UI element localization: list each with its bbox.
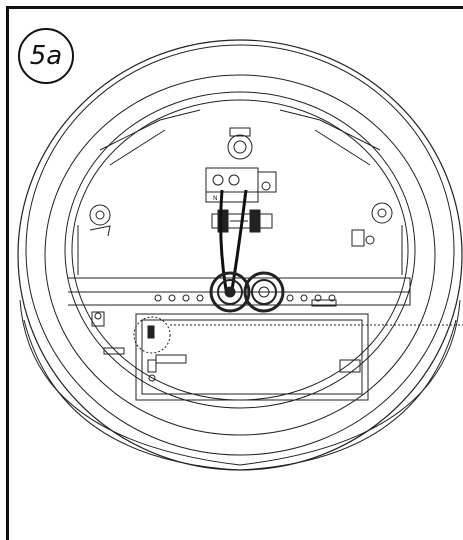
supply-wires [219, 189, 248, 291]
cable-gland-right [243, 271, 285, 313]
right-fixing-lug [351, 202, 393, 247]
mounting-plate [68, 277, 411, 307]
fixture-outer-ring [17, 39, 463, 471]
step-number-badge: 5a [18, 28, 74, 84]
driver-box [135, 313, 369, 401]
terminal-label-n: N [213, 195, 218, 202]
top-mounting-boss [227, 127, 253, 160]
left-fixing-lug [89, 204, 111, 237]
terminal-block: N L [205, 167, 277, 203]
instruction-panel-frame [6, 6, 463, 540]
cable-gland-left [209, 271, 251, 313]
left-bracket [91, 311, 125, 355]
dip-switch-callout [133, 316, 463, 354]
